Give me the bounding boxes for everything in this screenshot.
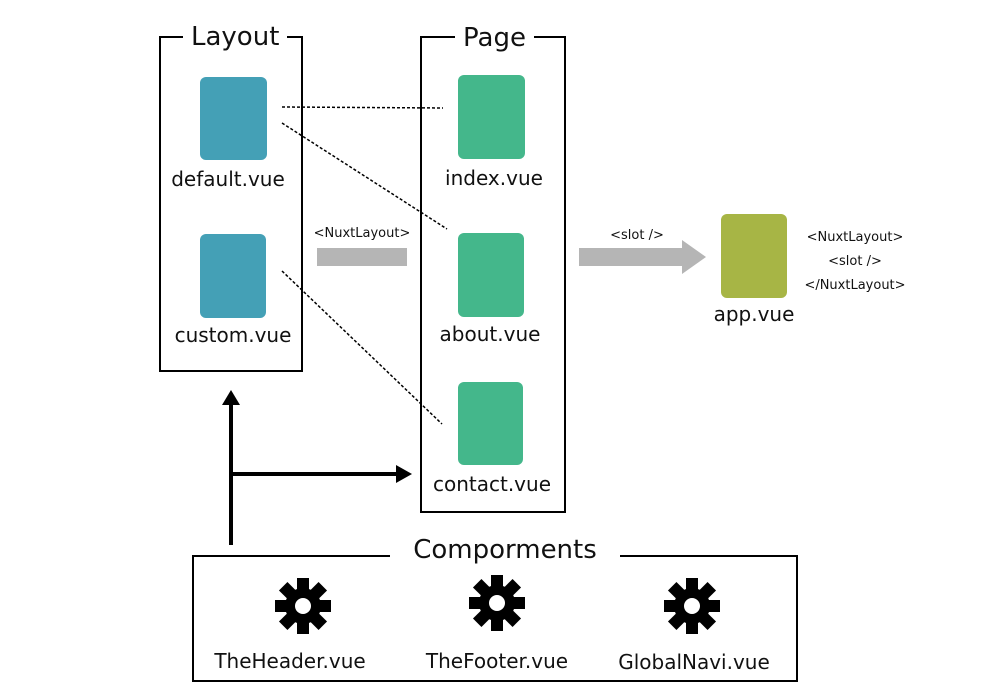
custom-vue-label: custom.vue bbox=[174, 323, 292, 347]
slot-arrow-head bbox=[682, 240, 706, 274]
gear-icon bbox=[664, 578, 720, 634]
slot-arrow-shaft bbox=[579, 248, 684, 266]
components-arrow-up-head bbox=[222, 390, 240, 405]
default-vue-label: default.vue bbox=[171, 167, 285, 191]
custom-vue-file bbox=[200, 234, 266, 318]
index-vue-file bbox=[458, 75, 525, 159]
app-code-line: <slot /> bbox=[828, 254, 882, 269]
app-code-line: </NuxtLayout> bbox=[804, 278, 906, 293]
connector-custom-contact bbox=[281, 270, 443, 425]
contact-vue-file bbox=[458, 382, 523, 465]
index-vue-label: index.vue bbox=[445, 166, 543, 190]
connector-default-about bbox=[281, 122, 448, 230]
theheader-vue-label: TheHeader.vue bbox=[214, 649, 366, 673]
about-vue-file bbox=[458, 233, 524, 317]
globalnavi-vue-label: GlobalNavi.vue bbox=[618, 650, 770, 674]
page-title: Page bbox=[455, 23, 534, 53]
about-vue-label: about.vue bbox=[439, 322, 541, 346]
app-code-snippet: <NuxtLayout> <slot /> </NuxtLayout> bbox=[790, 226, 920, 298]
nuxtlayout-bar bbox=[317, 248, 407, 266]
layout-title: Layout bbox=[183, 22, 288, 52]
thefooter-vue-label: TheFooter.vue bbox=[425, 649, 569, 673]
app-code-line: <NuxtLayout> bbox=[806, 230, 904, 245]
contact-vue-label: contact.vue bbox=[432, 472, 552, 496]
connector-default-index bbox=[281, 106, 444, 109]
gear-icon bbox=[275, 578, 331, 634]
nuxtlayout-arrow-label: <NuxtLayout> bbox=[313, 226, 411, 241]
default-vue-file bbox=[200, 77, 267, 160]
components-arrow-right-head bbox=[396, 465, 412, 483]
app-vue-file bbox=[721, 214, 787, 298]
slot-arrow-label: <slot /> bbox=[610, 228, 664, 243]
components-title: Comporments bbox=[390, 535, 620, 565]
app-vue-label: app.vue bbox=[713, 302, 795, 326]
gear-icon bbox=[469, 575, 525, 631]
